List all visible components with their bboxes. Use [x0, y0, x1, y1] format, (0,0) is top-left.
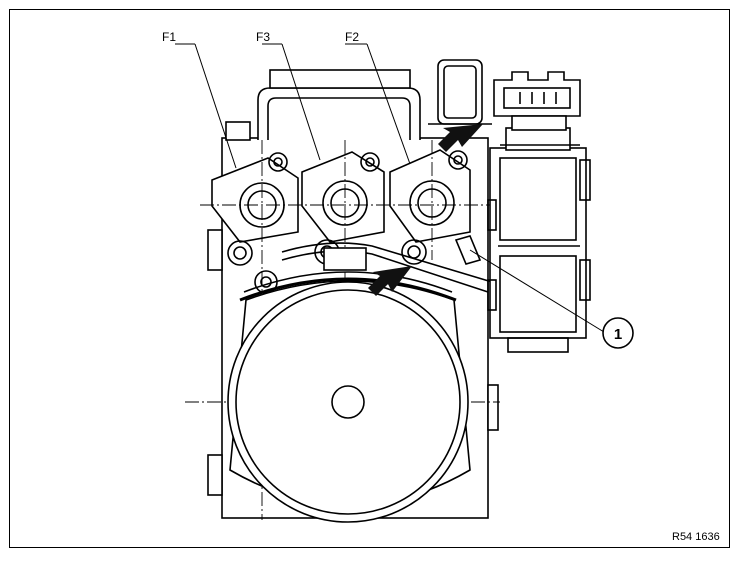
control-module — [487, 127, 591, 353]
pump-motor — [227, 271, 471, 523]
top-cover — [257, 69, 421, 140]
reference-code: R54 1636 — [672, 531, 720, 543]
arrow-icon — [368, 266, 412, 296]
electrical-connector — [493, 71, 581, 131]
label-f2: F2 — [345, 30, 359, 44]
sensor-housing — [428, 59, 492, 125]
leader-lines — [175, 43, 605, 333]
arrow-icon — [438, 124, 483, 152]
label-f3: F3 — [256, 30, 270, 44]
pressure-lines — [281, 235, 493, 293]
valve-coil-f1 — [211, 152, 299, 294]
callout-number: 1 — [614, 326, 622, 343]
valve-coil-f2 — [389, 149, 471, 265]
label-f1: F1 — [162, 30, 176, 44]
callout-circle — [602, 317, 634, 349]
